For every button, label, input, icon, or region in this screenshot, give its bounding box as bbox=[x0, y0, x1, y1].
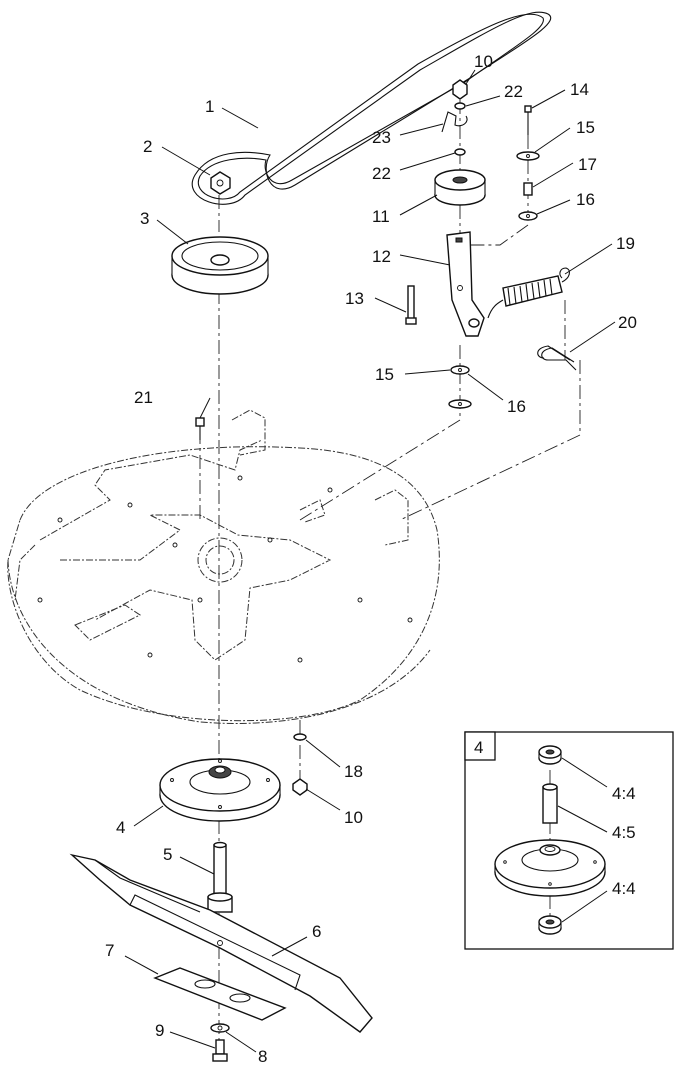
tension-spring bbox=[487, 267, 571, 319]
callout-3: 3 bbox=[140, 209, 149, 228]
inset-callout-4-4-top: 4:4 bbox=[612, 784, 636, 803]
callout-labels: 1 2 3 21 4 5 6 7 9 8 18 10 10 22 23 22 1… bbox=[105, 52, 637, 1066]
callout-11: 11 bbox=[372, 207, 390, 226]
idler-hardware bbox=[441, 79, 468, 156]
spindle-pulley bbox=[171, 236, 269, 295]
inset-callout-4-5: 4:5 bbox=[612, 823, 636, 842]
callout-7: 7 bbox=[105, 941, 114, 960]
spindle-shaft bbox=[207, 841, 233, 913]
spindle-housing bbox=[159, 758, 281, 822]
inset-spacer bbox=[542, 783, 558, 824]
inset-callout-4-4-bottom: 4:4 bbox=[612, 879, 636, 898]
callout-9: 9 bbox=[155, 1021, 164, 1040]
inset-frame bbox=[464, 731, 674, 950]
callout-23: 23 bbox=[372, 128, 391, 147]
spring-hook bbox=[537, 345, 577, 371]
blade-plate bbox=[153, 967, 287, 1021]
inset-tag: 4 bbox=[474, 738, 483, 757]
callout-20: 20 bbox=[618, 313, 637, 332]
mower-blade bbox=[69, 853, 373, 1033]
inset-top-bearing bbox=[538, 745, 562, 765]
lower-washers bbox=[448, 365, 472, 409]
idler-arm bbox=[446, 231, 485, 337]
spindle-nut bbox=[210, 171, 231, 195]
inset-bottom-bearing bbox=[538, 915, 562, 935]
right-stack bbox=[516, 105, 540, 221]
callout-6: 6 bbox=[312, 922, 321, 941]
callout-19: 19 bbox=[616, 234, 635, 253]
idler-pulley bbox=[434, 169, 486, 206]
callout-12: 12 bbox=[372, 247, 391, 266]
belt bbox=[191, 11, 552, 205]
bolt-21 bbox=[195, 417, 205, 440]
spindle-detail-inset: 4 bbox=[464, 731, 674, 950]
callout-15-lower: 15 bbox=[375, 365, 394, 384]
callout-16-lower: 16 bbox=[507, 397, 526, 416]
callout-21: 21 bbox=[134, 388, 153, 407]
callout-5: 5 bbox=[163, 845, 172, 864]
blade-bolt bbox=[210, 1023, 230, 1062]
callout-1: 1 bbox=[205, 97, 214, 116]
callout-8: 8 bbox=[258, 1047, 267, 1066]
callout-14: 14 bbox=[570, 80, 589, 99]
inset-tag-box bbox=[464, 731, 496, 761]
callout-22-upper: 22 bbox=[504, 82, 523, 101]
callout-16-upper: 16 bbox=[576, 190, 595, 209]
callout-4: 4 bbox=[116, 818, 125, 837]
callout-15-upper: 15 bbox=[576, 118, 595, 137]
callout-18: 18 bbox=[344, 762, 363, 781]
inset-housing bbox=[494, 839, 606, 897]
shoulder-bolt bbox=[405, 285, 417, 325]
callout-10-upper: 10 bbox=[474, 52, 493, 71]
callout-13: 13 bbox=[345, 289, 364, 308]
callout-22-lower: 22 bbox=[372, 164, 391, 183]
callout-2: 2 bbox=[143, 137, 152, 156]
callout-17: 17 bbox=[578, 155, 597, 174]
mower-deck bbox=[7, 409, 440, 724]
callout-10-lower: 10 bbox=[344, 808, 363, 827]
leader-lines bbox=[124, 69, 616, 1053]
